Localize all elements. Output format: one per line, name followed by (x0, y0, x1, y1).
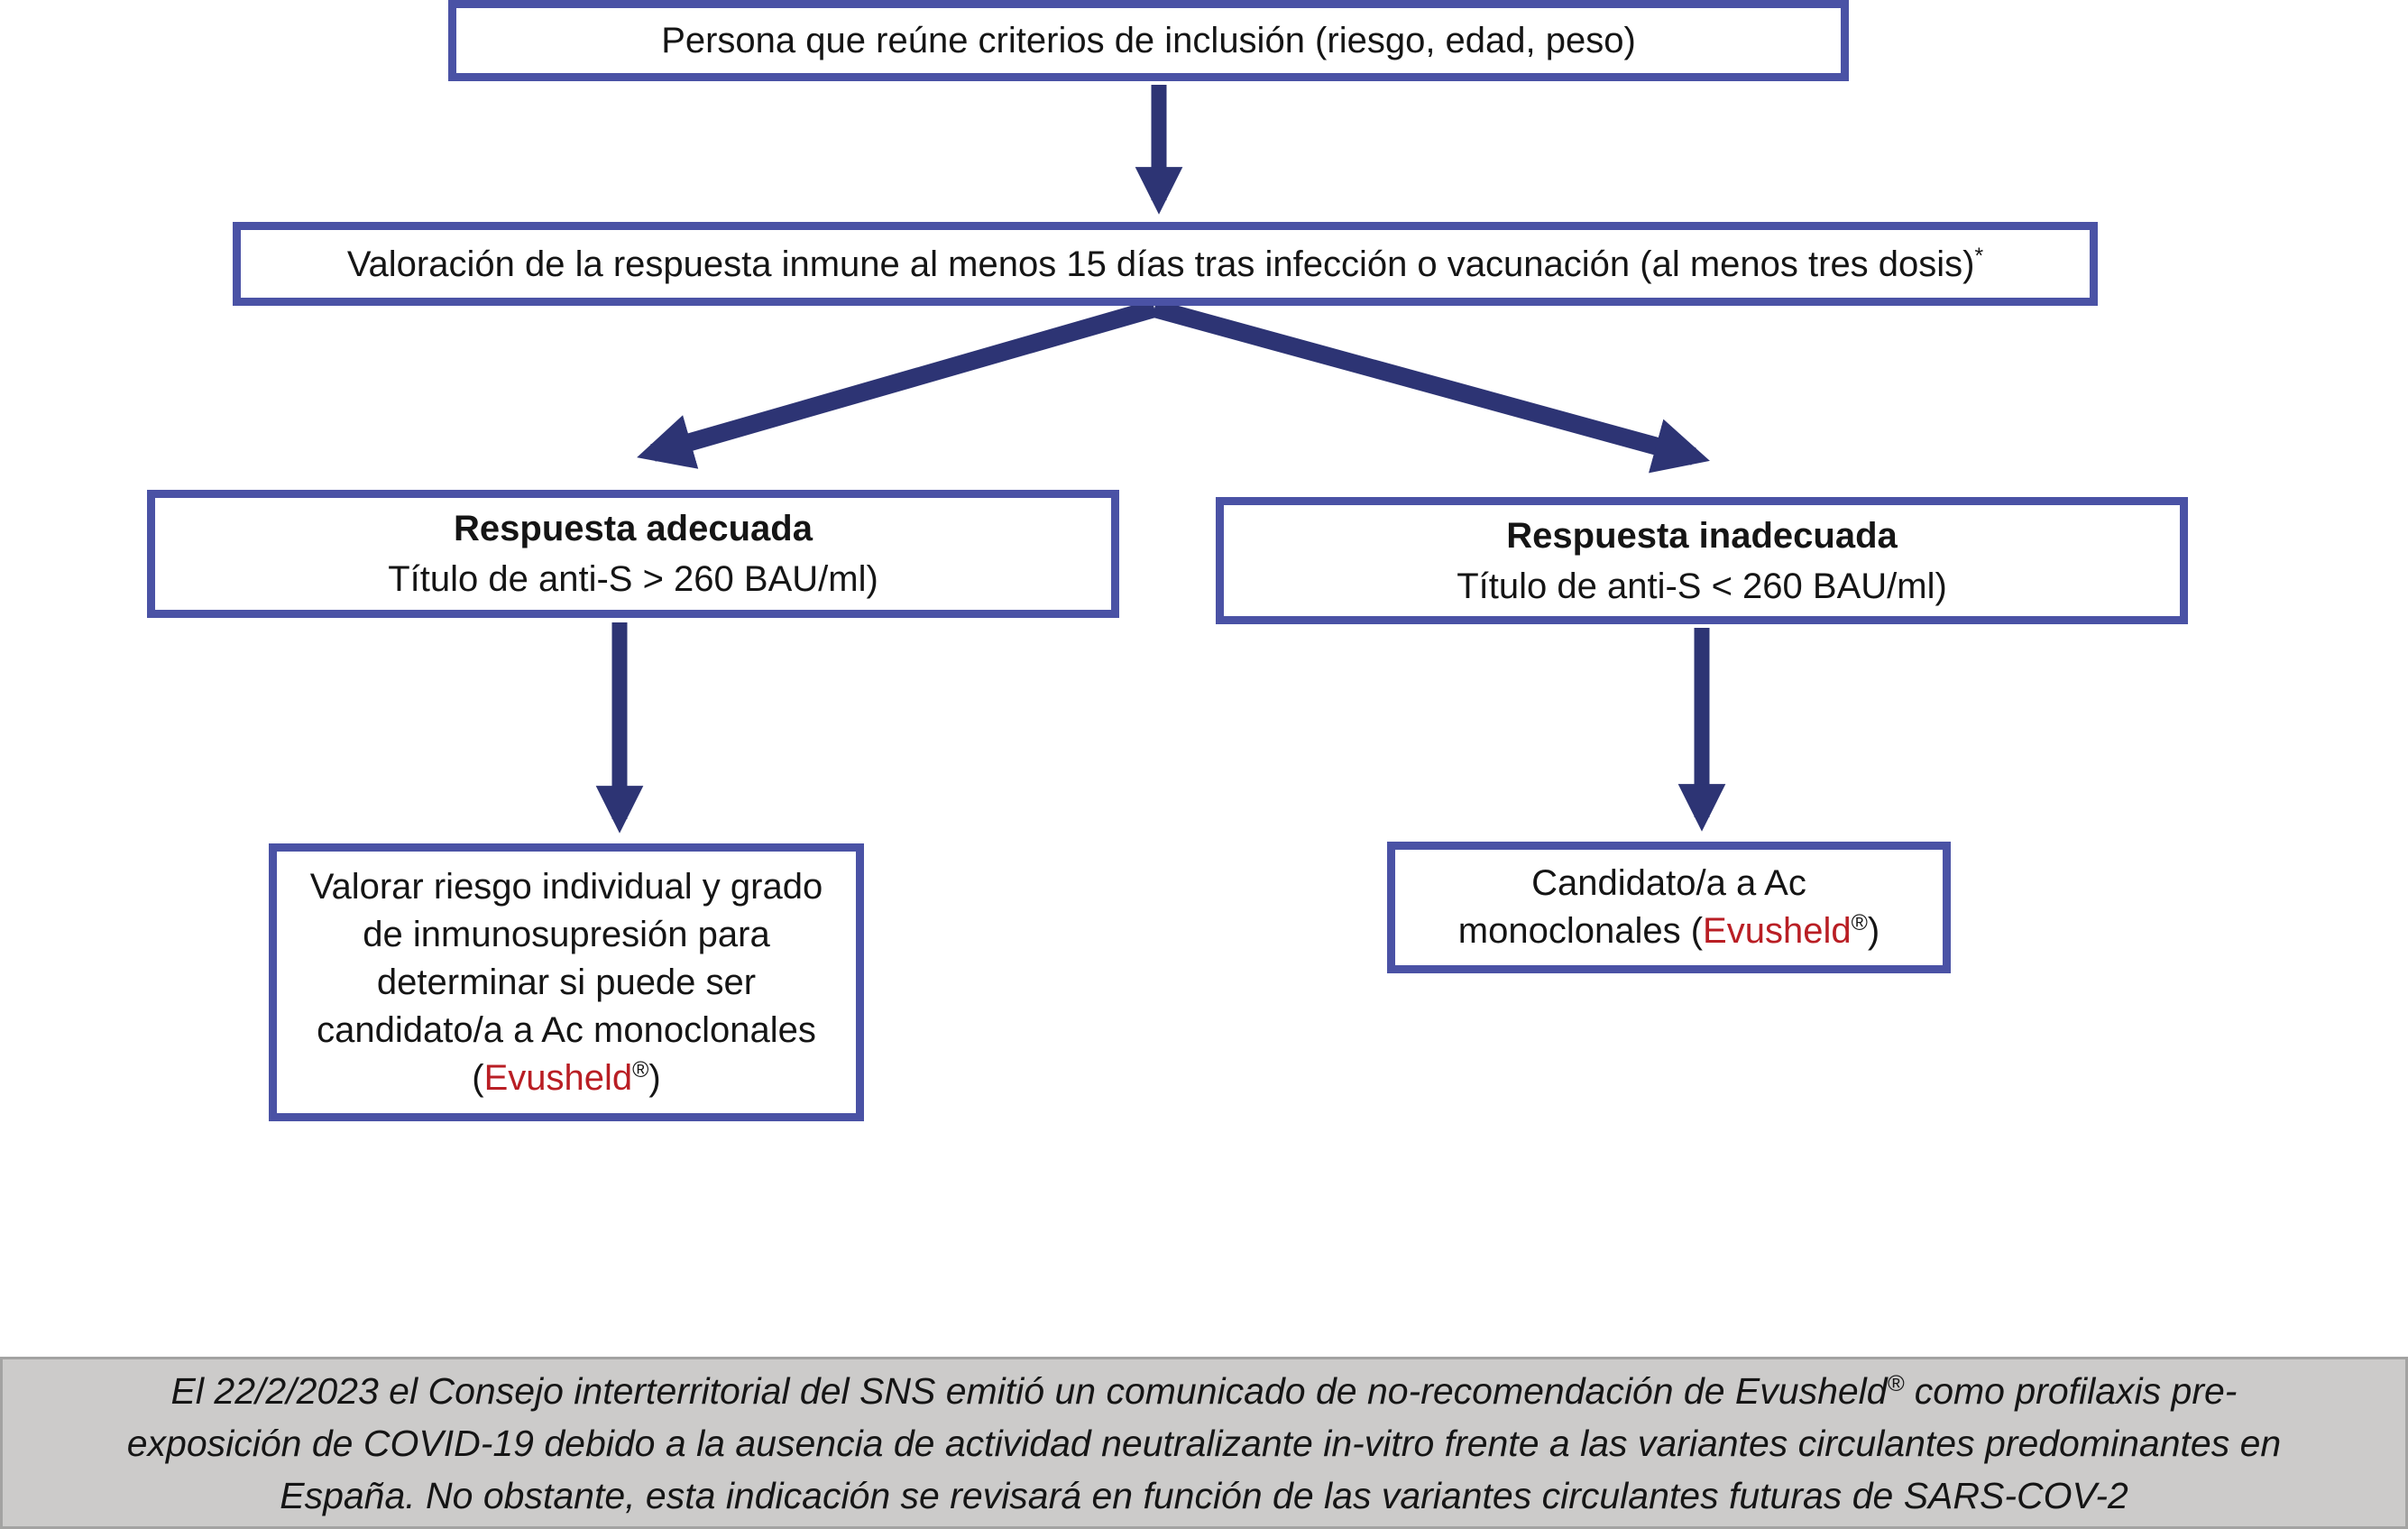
footnote-line-1: El 22/2/2023 el Consejo interterritorial… (170, 1369, 2238, 1412)
registered-mark: ® (632, 1057, 649, 1082)
footnote-panel: El 22/2/2023 el Consejo interterritorial… (0, 1357, 2408, 1529)
inadequate-response-box: Respuesta inadecuada Título de anti-S < … (1216, 497, 2188, 624)
registered-mark: ® (1851, 911, 1868, 936)
individual-risk-box: Valorar riesgo individual y grado de inm… (269, 843, 864, 1121)
adequate-response-title: Respuesta adecuada (454, 509, 813, 548)
branch-arrow-left (637, 299, 1157, 469)
close-paren: ) (1867, 911, 1880, 951)
inadequate-response-title: Respuesta inadecuada (1506, 515, 1898, 556)
registered-mark: ® (1887, 1370, 1905, 1396)
inadequate-response-criteria: Título de anti-S < 260 BAU/ml) (1457, 566, 1947, 606)
open-paren: ( (1680, 911, 1704, 951)
individual-risk-text: Valorar riesgo individual y grado de inm… (309, 866, 823, 1098)
drug-name: Evusheld (483, 1057, 633, 1098)
open-paren: ( (472, 1057, 484, 1098)
immune-assessment-box: Valoración de la respuesta inmune al men… (233, 222, 2098, 306)
adequate-response-criteria: Título de anti-S > 260 BAU/ml) (388, 559, 878, 599)
inclusion-criteria-box: Persona que reúne criterios de inclusión… (448, 0, 1849, 81)
inclusion-criteria-text: Persona que reúne criterios de inclusión… (661, 21, 1636, 60)
candidate-box: Candidato/a a Ac monoclonales (Evusheld®… (1387, 842, 1951, 973)
candidate-text: Candidato/a a Ac monoclonales (Evusheld®… (1457, 863, 1880, 951)
assessment-asterisk: * (1974, 244, 1984, 269)
footnote-line-3: España. No obstante, esta indicación se … (280, 1474, 2128, 1516)
drug-name: Evusheld (1703, 911, 1852, 951)
adequate-response-box: Respuesta adecuada Título de anti-S > 26… (147, 490, 1119, 618)
immune-assessment-text: Valoración de la respuesta inmune al men… (346, 244, 1984, 284)
close-paren: ) (648, 1057, 661, 1098)
branch-arrow-right (1152, 299, 1710, 474)
footnote-line-2: exposición de COVID-19 debido a la ausen… (126, 1422, 2282, 1464)
